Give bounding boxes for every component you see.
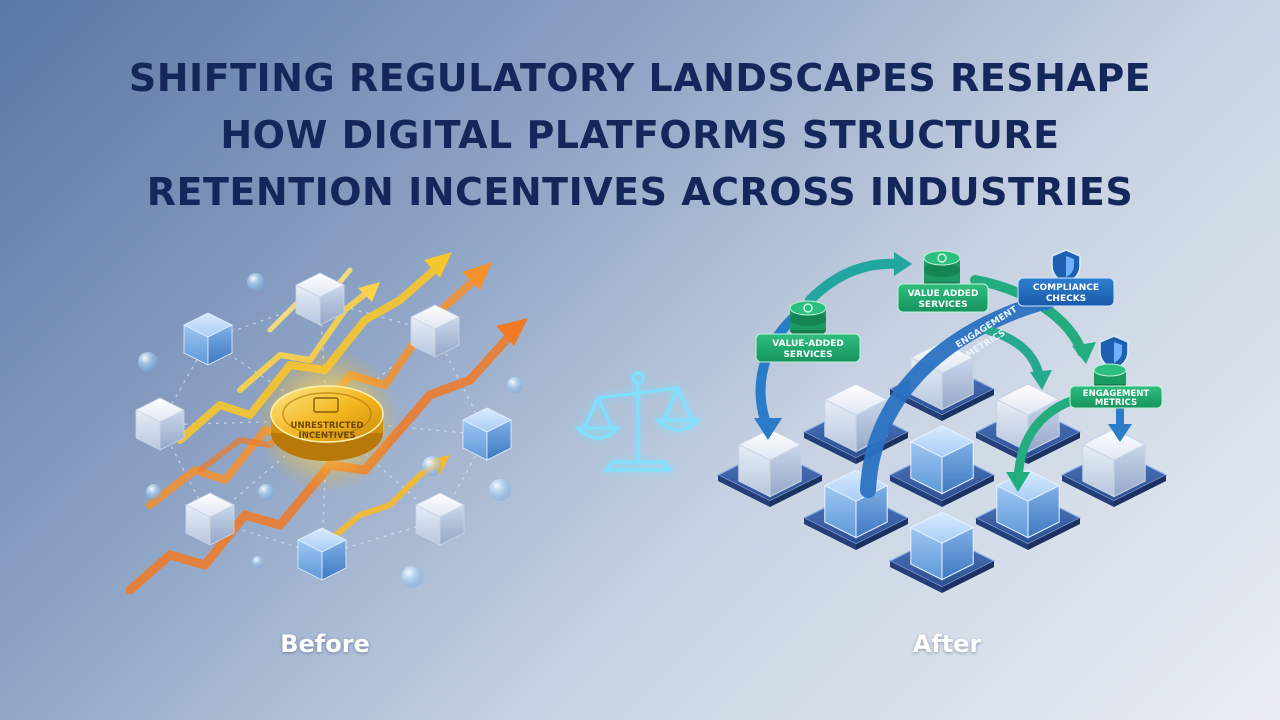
title-line-2: HOW DIGITAL PLATFORMS STRUCTURE (220, 113, 1060, 157)
value-added-top-line1: VALUE ADDED (908, 289, 979, 299)
value-added-badge-left: VALUE-ADDED SERVICES (755, 333, 861, 363)
balance-scale-icon (574, 371, 702, 472)
value-added-left-line2: SERVICES (783, 350, 832, 360)
cube-icon (462, 407, 512, 461)
engagement-right-line2: METRICS (1095, 398, 1137, 408)
title-line-1: SHIFTING REGULATORY LANDSCAPES RESHAPE (128, 56, 1152, 100)
cube-icon (415, 492, 465, 546)
value-added-badge-top: VALUE ADDED SERVICES (897, 283, 989, 313)
compliance-line1: COMPLIANCE (1033, 283, 1099, 293)
flow-arrows (754, 252, 1132, 498)
cube-icon (183, 312, 233, 366)
coin-stack-icon (923, 250, 961, 289)
before-network: UNRESTRICTED INCENTIVES (125, 252, 528, 595)
coin-stack-icon (789, 300, 827, 337)
engagement-right-line1: ENGAGEMENT (1083, 389, 1150, 399)
compliance-line2: CHECKS (1046, 294, 1086, 304)
page-title: SHIFTING REGULATORY LANDSCAPES RESHAPE H… (0, 50, 1280, 221)
after-caption: After (912, 630, 982, 658)
shield-icon (1099, 335, 1129, 371)
engagement-badge-right: ENGAGEMENT METRICS (1069, 385, 1163, 409)
cube-icon (410, 304, 460, 358)
value-added-top-line2: SERVICES (918, 300, 967, 310)
coin-label-line2: INCENTIVES (299, 431, 356, 441)
title-line-3: RETENTION INCENTIVES ACROSS INDUSTRIES (146, 170, 1134, 214)
bubbles (138, 273, 523, 588)
shield-icon (1051, 249, 1081, 285)
after-platform: ENGAGEMENT METRICS VALUE-ADDED SERVICES … (717, 249, 1167, 594)
value-added-left-line1: VALUE-ADDED (772, 339, 843, 349)
compliance-badge: COMPLIANCE CHECKS (1017, 277, 1115, 307)
coin-label-line1: UNRESTRICTED (291, 421, 364, 431)
before-caption: Before (280, 630, 370, 658)
platform-cubes (738, 341, 1146, 581)
coin-icon: UNRESTRICTED INCENTIVES (255, 348, 399, 492)
